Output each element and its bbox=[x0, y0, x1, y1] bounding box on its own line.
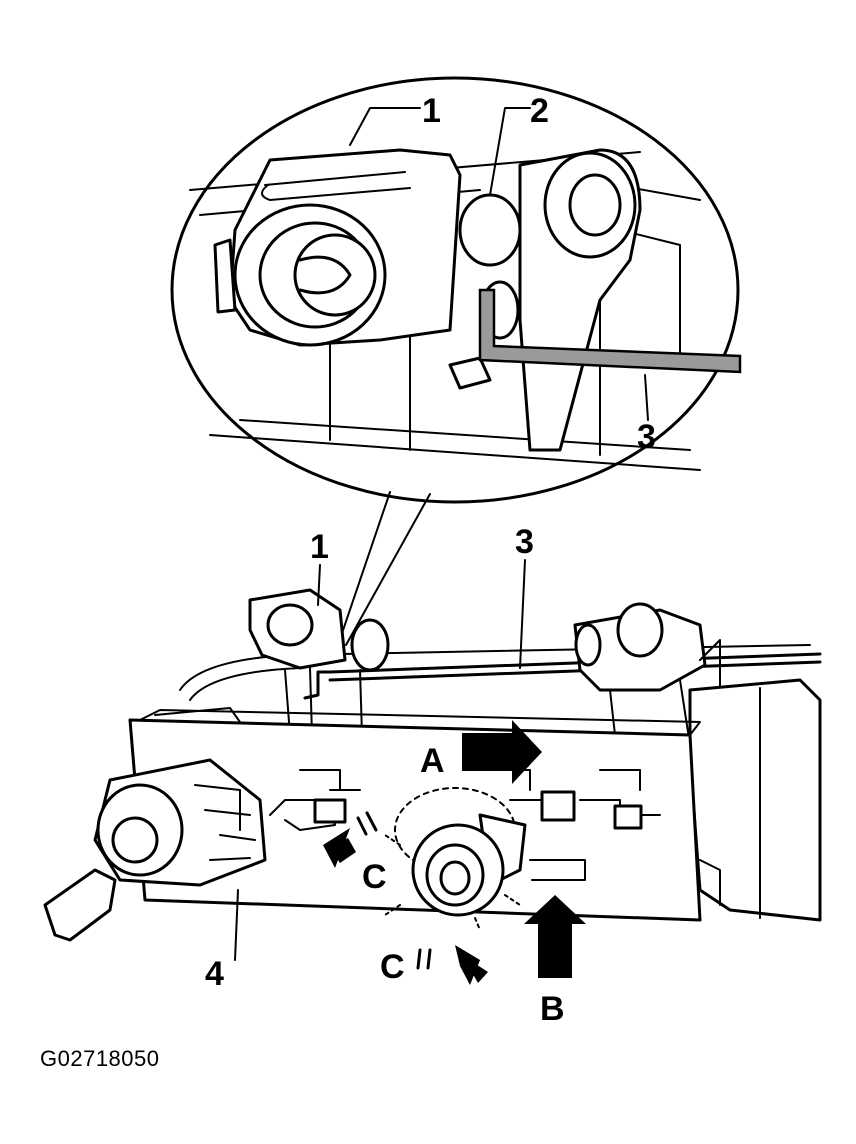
main-lever-boss bbox=[616, 602, 664, 658]
main-right-housing bbox=[688, 678, 822, 922]
arrow-c-upper-icon bbox=[323, 811, 378, 868]
detail-pivot-pin bbox=[458, 193, 522, 267]
magnifier-circle bbox=[170, 76, 740, 504]
main-view bbox=[43, 107, 822, 985]
callout-detail-3: 3 bbox=[637, 418, 656, 456]
detail-clip-stud bbox=[213, 238, 237, 314]
main-linkage-block-left bbox=[313, 798, 347, 824]
callout-arrow-c-lower: C bbox=[380, 948, 405, 986]
callout-main-4: 4 bbox=[205, 955, 224, 993]
arrow-b-icon bbox=[524, 895, 586, 978]
main-lever-roller bbox=[574, 623, 602, 667]
main-linkage-block-right bbox=[613, 804, 643, 830]
callout-arrow-a: A bbox=[420, 742, 445, 780]
leader-main-3 bbox=[519, 559, 526, 669]
main-adjuster-teeth bbox=[194, 784, 256, 861]
main-plate-lip bbox=[139, 707, 701, 736]
callout-detail-2: 2 bbox=[530, 92, 549, 130]
detail-clip-socket bbox=[293, 233, 377, 317]
callout-detail-1: 1 bbox=[422, 92, 441, 130]
figure-code: G02718050 bbox=[40, 1046, 160, 1071]
arrow-a-icon bbox=[462, 720, 542, 784]
main-linkage-right bbox=[489, 769, 661, 821]
main-adjuster-lever bbox=[43, 868, 117, 942]
detail-actuating-wire bbox=[478, 288, 742, 374]
callout-arrow-c-upper: C bbox=[362, 858, 387, 896]
callout-main-1: 1 bbox=[310, 528, 329, 566]
leader-detail-1 bbox=[349, 107, 421, 146]
callout-arrow-b: B bbox=[540, 990, 565, 1028]
main-clip-pin bbox=[350, 618, 390, 672]
magnifier-pointer-right bbox=[345, 493, 431, 646]
magnifier-pointer-left bbox=[337, 491, 391, 646]
detail-rail-lower bbox=[209, 419, 701, 471]
main-linkage-block-mid bbox=[540, 790, 576, 822]
detail-lever-foot bbox=[448, 356, 492, 390]
main-actuating-rod bbox=[328, 652, 822, 682]
leader-main-4 bbox=[234, 889, 239, 961]
detail-view bbox=[170, 76, 742, 646]
main-rod-hook bbox=[303, 670, 332, 700]
main-adjuster-hub bbox=[111, 816, 159, 864]
main-rotary-bore bbox=[439, 860, 471, 896]
main-rotary-sparks bbox=[384, 834, 521, 931]
leader-detail-3 bbox=[644, 374, 649, 421]
detail-lever-boss-hub bbox=[568, 173, 622, 237]
arrow-c-lower-icon bbox=[416, 945, 488, 985]
detail-clip-slot bbox=[298, 255, 352, 295]
main-clip-socket bbox=[266, 603, 314, 647]
main-slot-bracket bbox=[529, 859, 586, 881]
leader-main-1 bbox=[317, 564, 321, 606]
callout-main-3: 3 bbox=[515, 523, 534, 561]
main-right-housing-edge bbox=[699, 687, 761, 919]
detail-clip-spring bbox=[261, 171, 411, 201]
leader-detail-2 bbox=[489, 107, 531, 196]
